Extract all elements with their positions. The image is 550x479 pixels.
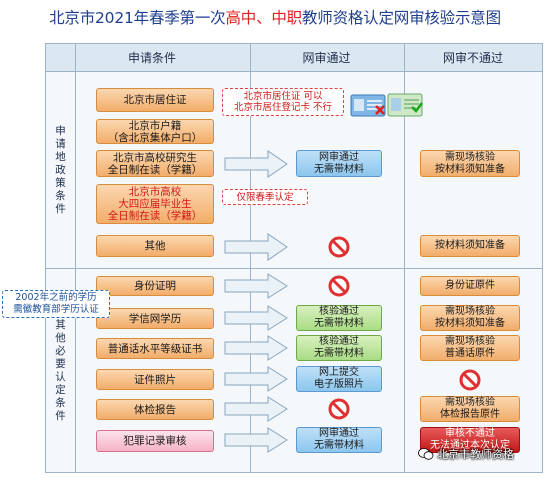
page-title: 北京市2021年春季第一次高中、中职教师资格认定网审核验示意图: [0, 6, 550, 28]
condition-mandarin-certificate: 普通话水平等级证书: [96, 338, 214, 359]
note-spring-only: 仅限春季认定: [222, 189, 308, 205]
note-residence: 北京市居住证 可以 北京市居住登记卡 不行: [222, 88, 344, 116]
condition-chsi-education: 学信网学历: [96, 308, 214, 329]
condition-label: 犯罪记录审核: [123, 435, 187, 447]
header-row: [46, 44, 542, 72]
note-text: 北京市居住证 可以 北京市居住登记卡 不行: [233, 91, 333, 113]
condition-label: 北京市户籍 （含北京集体户口）: [107, 119, 203, 144]
result-text: 网上提交 电子版照片: [314, 367, 364, 390]
pass-photo-result: 网上提交 电子版照片: [296, 366, 382, 392]
prohibited-icon: [459, 369, 481, 391]
condition-label: 北京市高校 大四应届毕业生 全日制在读（学籍）: [107, 186, 203, 222]
right-arrow-icon: [224, 233, 288, 261]
id-card-icon: [350, 92, 424, 118]
condition-health-report: 体检报告: [96, 399, 214, 420]
condition-household: 北京市户籍 （含北京集体户口）: [96, 119, 214, 144]
fail-other-result: 按材料须知准备: [420, 235, 520, 257]
grid-line: [404, 44, 405, 472]
condition-graduate-student: 北京市高校研究生 全日制在读（学籍）: [96, 150, 214, 177]
watermark: 北京市教师资格: [418, 445, 546, 463]
condition-label: 北京市高校研究生 全日制在读（学籍）: [107, 151, 203, 176]
result-text: 核验通过 无需带材料: [314, 306, 364, 329]
result-text: 需现场核验 按材料须知准备: [435, 306, 505, 329]
prohibited-icon: [328, 275, 350, 297]
pass-study-result: 网审通过 无需带材料: [296, 150, 382, 177]
condition-label: 体检报告: [134, 403, 176, 416]
title-highlight: 高中、中职: [225, 9, 302, 27]
category-policy: 申 请 地 政 策 条 件: [55, 125, 66, 215]
prohibited-icon: [328, 236, 350, 258]
right-arrow-icon: [224, 366, 288, 392]
prohibited-icon: [328, 398, 350, 420]
fail-education-result: 需现场核验 按材料须知准备: [420, 305, 520, 331]
condition-other: 其他: [96, 235, 214, 257]
result-text: 网审通过 无需带材料: [314, 151, 364, 175]
condition-label: 普通话水平等级证书: [107, 342, 203, 355]
result-text: 需现场核验 普通话原件: [445, 336, 495, 359]
result-text: 核验通过 无需带材料: [314, 336, 364, 359]
pass-crime-result: 网审通过 无需带材料: [296, 427, 382, 453]
result-text: 需现场核验 体检报告原件: [440, 397, 500, 420]
fail-id-result: 身份证原件: [420, 276, 520, 296]
result-text: 身份证原件: [445, 280, 495, 291]
condition-senior-undergrad: 北京市高校 大四应届毕业生 全日制在读（学籍）: [96, 184, 214, 224]
condition-label: 其他: [144, 240, 166, 252]
right-arrow-icon: [224, 305, 288, 331]
result-text: 网审通过 无需带材料: [314, 428, 364, 451]
title-part1: 北京市2021年春季第一次: [49, 9, 226, 27]
right-arrow-icon: [224, 335, 288, 361]
condition-id-proof: 身份证明: [96, 276, 214, 296]
condition-label: 证件照片: [134, 373, 176, 386]
grid-line: [75, 44, 76, 472]
fail-crime-result: 审核不通过 无法通过本次认定: [420, 427, 520, 453]
result-text: 审核不通过 无法通过本次认定: [430, 428, 510, 451]
condition-id-photo: 证件照片: [96, 369, 214, 390]
note-text: 2002年之前的学历 需徽教育部学历认证: [13, 292, 99, 315]
column-pass: 网审通过: [302, 51, 351, 65]
result-text: 需现场核验 按材料须知准备: [435, 151, 505, 175]
note-text: 仅限春季认定: [236, 191, 294, 203]
right-arrow-icon: [224, 273, 288, 299]
condition-label: 学信网学历: [128, 312, 182, 325]
pass-education-result: 核验通过 无需带材料: [296, 305, 382, 331]
condition-criminal-record: 犯罪记录审核: [96, 430, 214, 452]
category-other: 其 他 必 要 认 定 条 件: [55, 318, 66, 422]
pass-mandarin-result: 核验通过 无需带材料: [296, 335, 382, 361]
column-conditions: 申请条件: [127, 51, 176, 65]
right-arrow-icon: [224, 427, 288, 453]
title-part3: 教师资格认定网审核验示意图: [301, 9, 501, 27]
result-text: 按材料须知准备: [435, 240, 505, 251]
condition-residence-permit: 北京市居住证: [96, 88, 214, 112]
fail-mandarin-result: 需现场核验 普通话原件: [420, 335, 520, 361]
column-fail: 网审不通过: [442, 51, 503, 65]
grid-line: [250, 44, 251, 472]
fail-health-result: 需现场核验 体检报告原件: [420, 396, 520, 422]
right-arrow-icon: [224, 396, 288, 422]
fail-study-result: 需现场核验 按材料须知准备: [420, 150, 520, 177]
note-education: 2002年之前的学历 需徽教育部学历认证: [2, 290, 110, 318]
right-arrow-icon: [224, 150, 288, 178]
wechat-icon: [418, 447, 434, 461]
condition-label: 身份证明: [134, 280, 176, 292]
watermark-text: 北京市教师资格: [437, 448, 514, 461]
condition-label: 北京市居住证: [123, 94, 187, 106]
section-divider: [46, 268, 542, 269]
